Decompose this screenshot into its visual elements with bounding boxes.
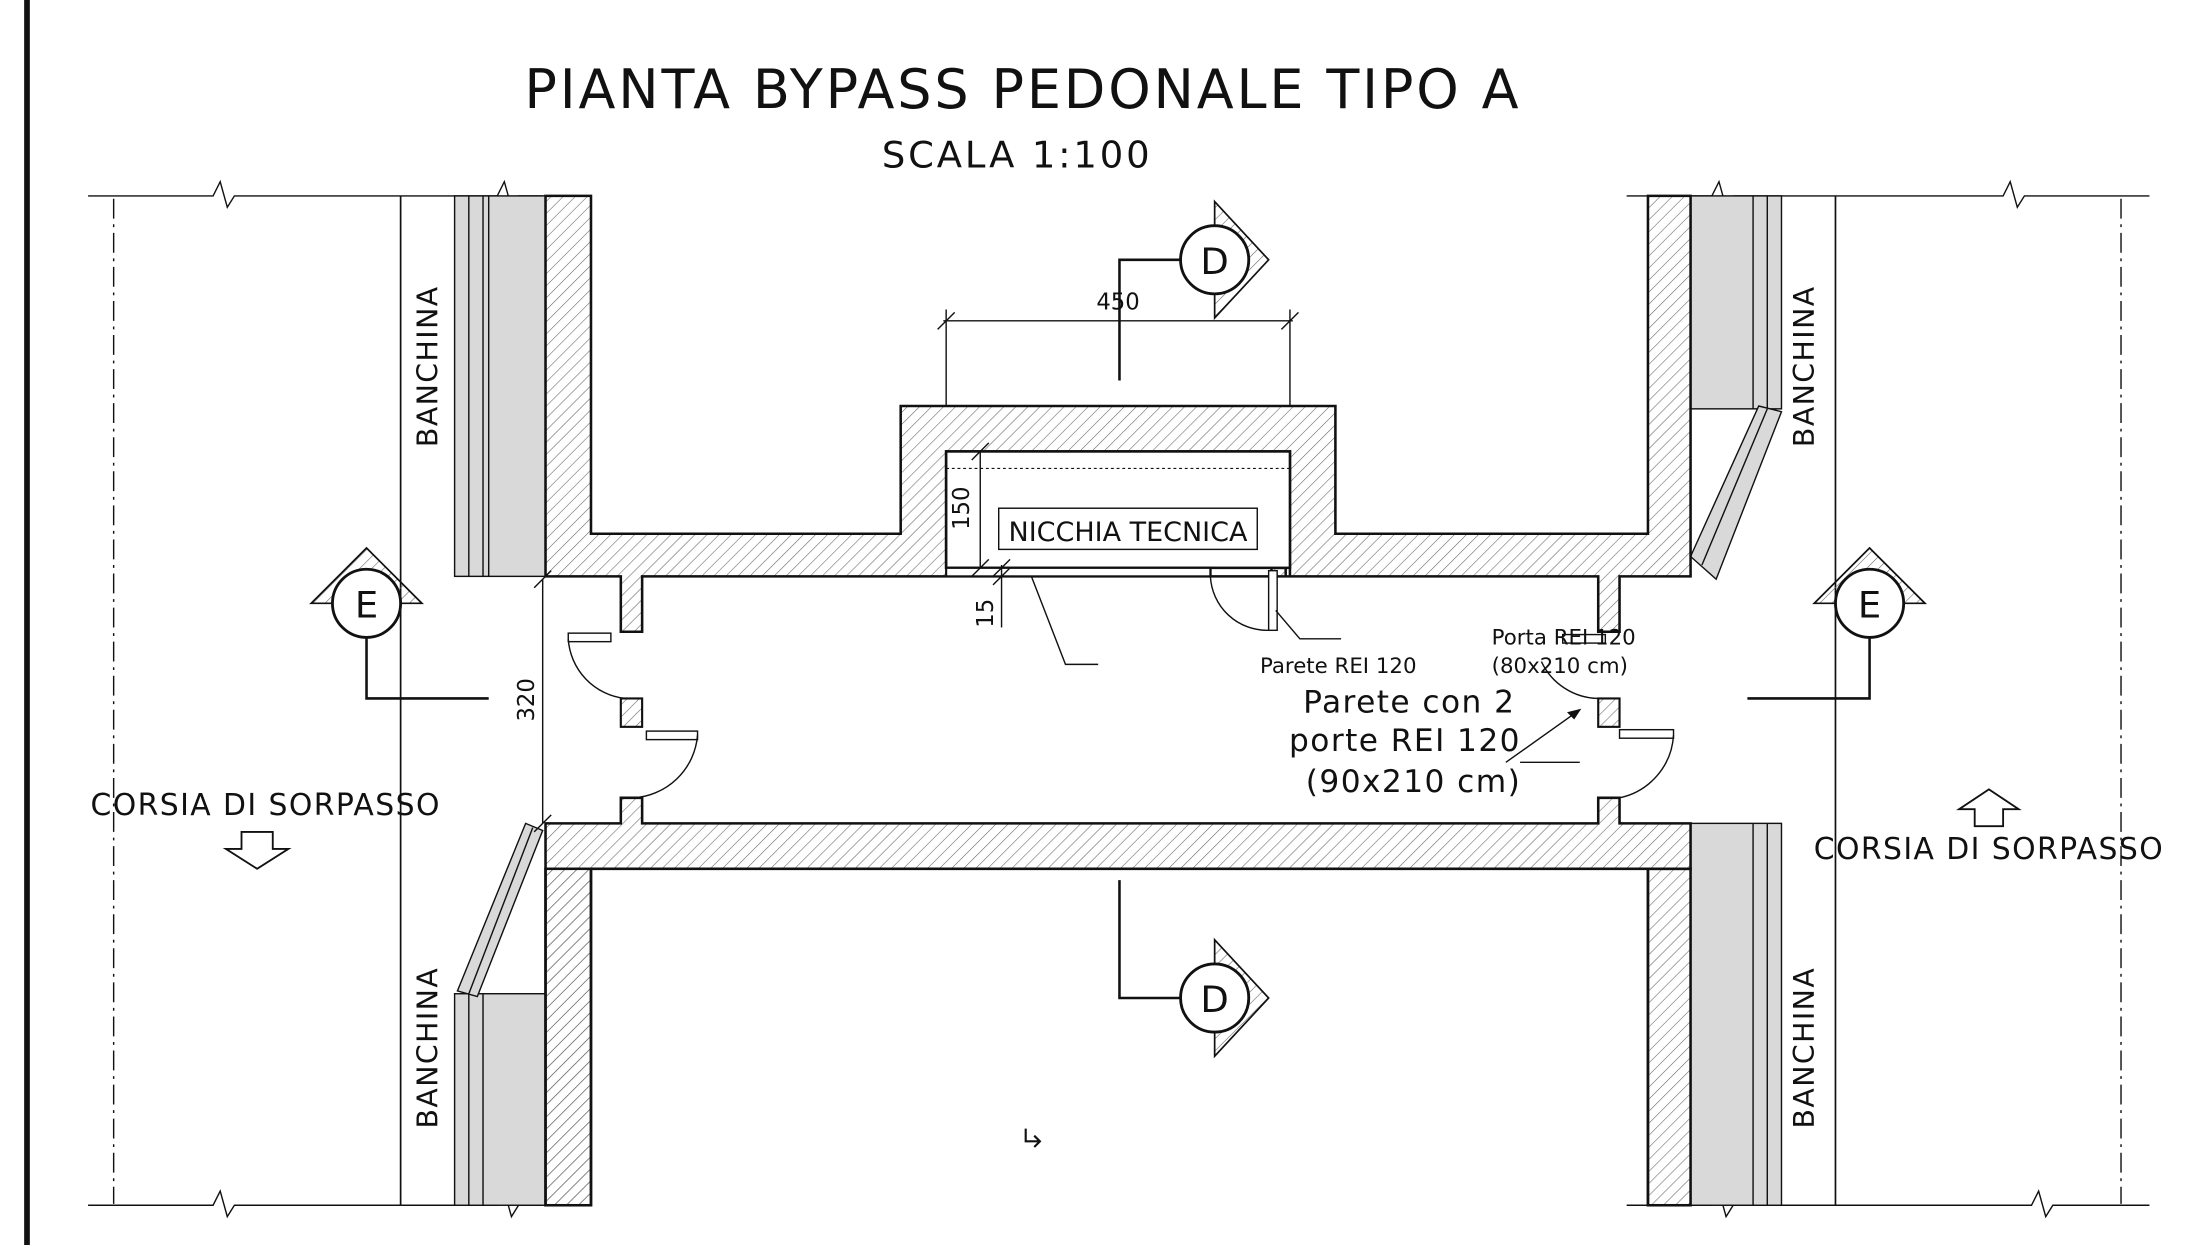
right-tunnel	[1626, 179, 2150, 1219]
parete-rei-label: Parete REI 120	[1260, 654, 1417, 679]
porta-rei-size: (80x210 cm)	[1492, 654, 1628, 679]
corsia-left: CORSIA DI SORPASSO	[90, 788, 440, 823]
banchina-bottom-right: BANCHINA	[1788, 967, 1821, 1129]
section-d-top-label: D	[1200, 240, 1228, 283]
arrow-down-icon	[222, 830, 292, 870]
dim-15: 15	[973, 599, 999, 628]
arrow-up-icon	[1956, 788, 2022, 828]
corsia-right: CORSIA DI SORPASSO	[1814, 832, 2164, 867]
dim-320: 320	[514, 678, 540, 721]
banchina-top-left: BANCHINA	[412, 285, 445, 447]
section-mark-d-bottom: D	[1118, 880, 1270, 1059]
dimensions	[533, 309, 1299, 833]
banchina-top-right: BANCHINA	[1788, 285, 1821, 447]
doors	[567, 569, 1675, 799]
left-tunnel	[88, 179, 547, 1219]
bypass-walls	[544, 194, 1692, 1207]
section-e-left-label: E	[355, 584, 378, 627]
dim-150: 150	[949, 487, 975, 530]
drawing-scale: SCALA 1:100	[882, 134, 1153, 177]
section-mark-d-top: D	[1118, 199, 1270, 381]
porta-rei-label: Porta REI 120	[1492, 626, 1636, 651]
nicchia-label-box	[998, 507, 1258, 551]
section-mark-e-right: E	[1747, 546, 1928, 700]
section-d-bottom-label: D	[1200, 978, 1228, 1021]
dim-450: 450	[1096, 289, 1139, 315]
parete-porte-line3: (90x210 cm)	[1306, 764, 1521, 800]
section-e-right-label: E	[1858, 584, 1881, 627]
section-mark-e-left: E	[309, 546, 489, 700]
banchina-bottom-left: BANCHINA	[412, 967, 445, 1129]
cursor-icon	[1024, 1128, 1042, 1148]
parete-porte-line1: Parete con 2	[1303, 685, 1515, 721]
leaders	[1030, 576, 1582, 764]
nicchia-label: NICCHIA TECNICA	[1009, 517, 1248, 548]
drawing-title: PIANTA BYPASS PEDONALE TIPO A	[524, 58, 1521, 121]
parete-porte-line2: porte REI 120	[1289, 723, 1521, 759]
